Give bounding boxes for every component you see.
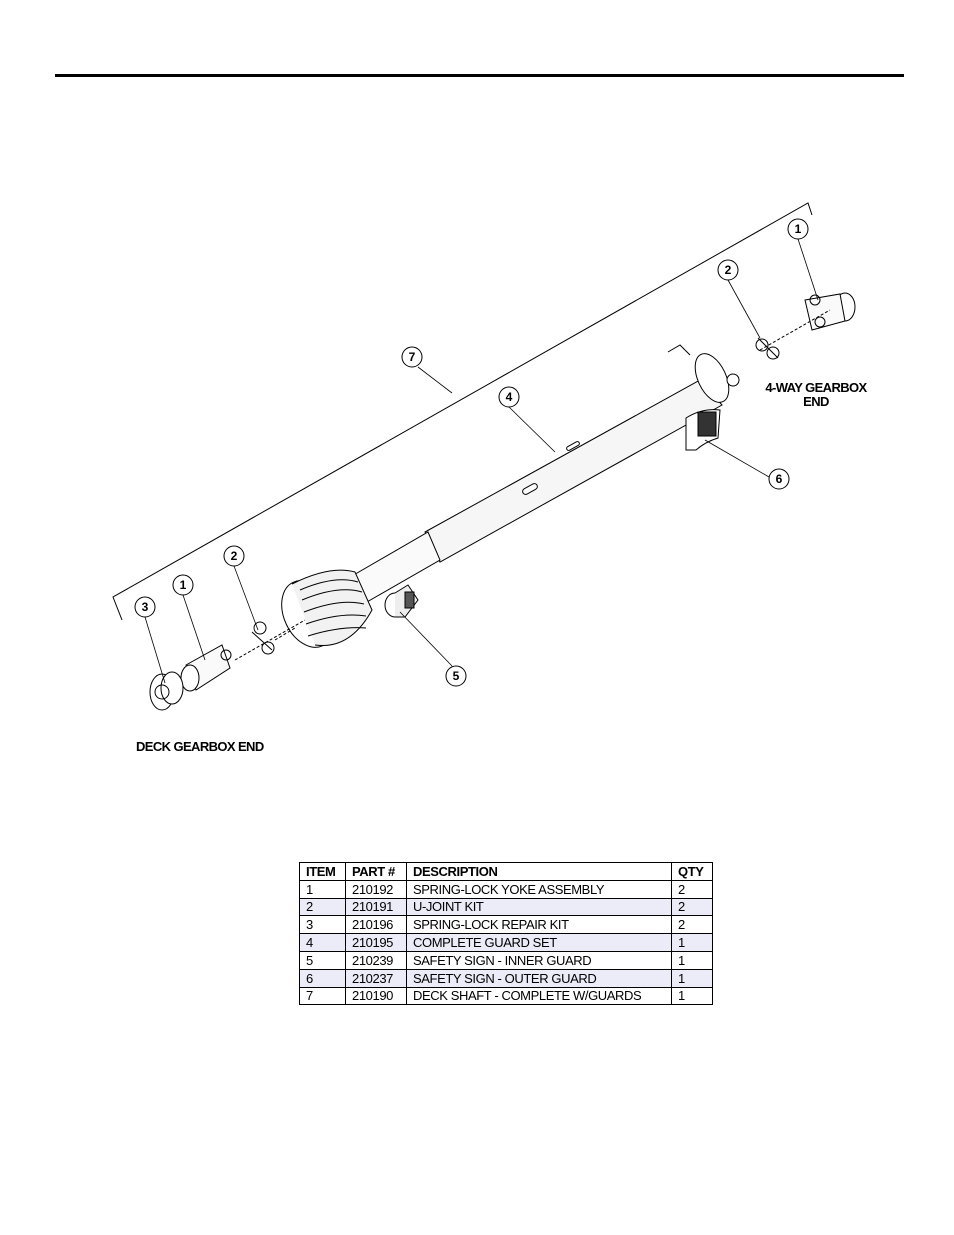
callout-6: 6 (768, 468, 790, 490)
cell-description: SPRING-LOCK YOKE ASSEMBLY (406, 879, 672, 899)
cell-part: 210191 (345, 897, 407, 917)
cell-description: U-JOINT KIT (406, 897, 672, 917)
table-header-row: ITEM PART # DESCRIPTION QTY (299, 862, 713, 881)
cell-item: 1 (299, 879, 346, 899)
callout-2-right: 2 (717, 259, 739, 281)
cell-item: 6 (299, 968, 346, 988)
callout-3: 3 (134, 596, 156, 618)
cell-item: 7 (299, 986, 346, 1006)
deck-gearbox-end-label: DECK GEARBOX END (136, 739, 264, 754)
callout-2-left: 2 (223, 545, 245, 567)
cell-part: 210239 (345, 950, 407, 970)
cell-item: 3 (299, 915, 346, 935)
flange-guard (667, 344, 740, 403)
svg-text:2: 2 (231, 549, 238, 563)
header-rule (55, 74, 904, 77)
yoke-right (804, 292, 856, 331)
label-line: 4-WAY GEARBOX (765, 380, 867, 395)
callout-4: 4 (498, 386, 520, 408)
svg-text:2: 2 (725, 263, 732, 277)
header-qty: QTY (671, 862, 713, 881)
header-item: ITEM (299, 862, 346, 881)
cell-qty: 2 (671, 879, 713, 899)
header-description: DESCRIPTION (406, 862, 672, 881)
label-line: END (803, 394, 829, 409)
cell-description: COMPLETE GUARD SET (406, 933, 672, 952)
cell-description: SAFETY SIGN - INNER GUARD (406, 950, 672, 970)
cell-qty: 2 (671, 915, 713, 935)
cell-item: 4 (299, 933, 346, 952)
svg-text:3: 3 (142, 600, 149, 614)
ujoint-right (755, 337, 780, 360)
callout-1-left: 1 (172, 574, 194, 596)
assembly-bracket (112, 202, 813, 621)
cell-qty: 1 (671, 950, 713, 970)
cell-part: 210192 (345, 879, 407, 899)
header-part: PART # (345, 862, 407, 881)
svg-text:5: 5 (453, 669, 460, 683)
svg-text:6: 6 (776, 472, 783, 486)
callout-7: 7 (401, 346, 423, 368)
ujoint-left (251, 621, 275, 655)
cell-qty: 1 (671, 933, 713, 952)
cell-part: 210195 (345, 933, 407, 952)
leader-lines (144, 238, 819, 684)
cell-qty: 1 (671, 968, 713, 988)
outer-guard-sign (685, 409, 721, 451)
cell-part: 210196 (345, 915, 407, 935)
cell-part: 210237 (345, 968, 407, 988)
cell-part: 210190 (345, 986, 407, 1006)
cell-description: DECK SHAFT - COMPLETE W/GUARDS (406, 986, 672, 1006)
cell-description: SAFETY SIGN - OUTER GUARD (406, 968, 672, 988)
cell-qty: 2 (671, 897, 713, 917)
slot (566, 441, 580, 451)
axis-line (234, 309, 831, 661)
callout-5: 5 (445, 665, 467, 687)
inner-guard-sign (384, 584, 419, 618)
slot (522, 483, 538, 495)
svg-text:1: 1 (795, 222, 802, 236)
cell-item: 2 (299, 897, 346, 917)
callout-1-right: 1 (787, 218, 809, 240)
cell-description: SPRING-LOCK REPAIR KIT (406, 915, 672, 935)
yoke-left (180, 644, 232, 692)
cone-guard (281, 569, 373, 648)
svg-text:1: 1 (180, 578, 187, 592)
svg-text:4: 4 (506, 390, 513, 404)
cell-item: 5 (299, 950, 346, 970)
four-way-gearbox-end-label: 4-WAY GEARBOX END (752, 381, 880, 409)
svg-text:7: 7 (409, 350, 416, 364)
callout-layer: 1 2 7 4 6 5 3 1 2 (134, 218, 809, 687)
cell-qty: 1 (671, 986, 713, 1006)
exploded-shaft-diagram (112, 202, 856, 711)
